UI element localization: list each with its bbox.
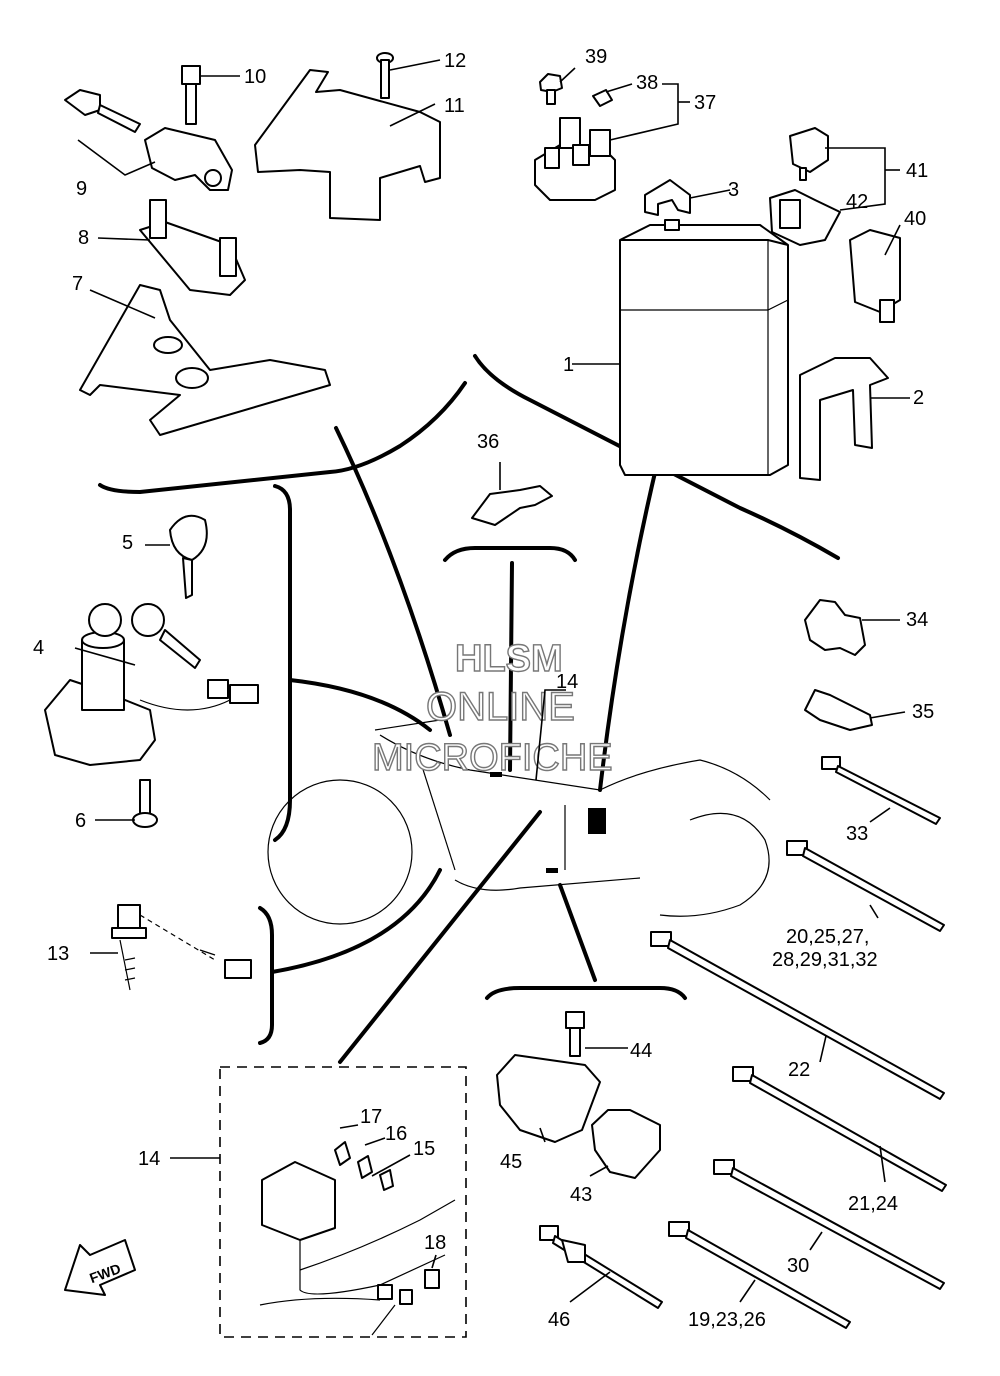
cable-tie-20 xyxy=(786,840,945,932)
callout-45: 45 xyxy=(500,1151,522,1173)
main-switch-cover xyxy=(254,69,441,221)
callout-3: 3 xyxy=(728,179,739,201)
cable-tie-19 xyxy=(668,1221,851,1329)
callout-14-bike: 14 xyxy=(556,671,578,693)
relay-41 xyxy=(789,127,829,181)
callout-15: 15 xyxy=(413,1138,435,1160)
callout-21-24: 21,24 xyxy=(848,1193,898,1215)
leader-left-upper xyxy=(334,426,452,737)
bolt-10 xyxy=(181,65,201,125)
leader-relay xyxy=(558,883,597,982)
battery xyxy=(619,219,789,476)
clip-36 xyxy=(471,485,553,526)
screw-6 xyxy=(132,779,158,828)
leader-clip xyxy=(508,561,514,772)
fuse-15 xyxy=(379,1169,394,1191)
left-group-bracket xyxy=(273,484,292,842)
leader-right-upper xyxy=(598,462,659,792)
main-switch xyxy=(44,603,259,766)
cable-tie-30 xyxy=(713,1159,945,1290)
callout-1: 1 xyxy=(563,354,574,376)
callout-40: 40 xyxy=(904,208,926,230)
fuse-17 xyxy=(334,1141,351,1166)
watermark-online: ONLINE xyxy=(426,685,575,729)
watermark-microfiche: MICROFICHE xyxy=(372,737,613,779)
callout-10: 10 xyxy=(244,66,266,88)
callout-37: 37 xyxy=(694,92,716,114)
callout-8: 8 xyxy=(78,227,89,249)
callout-17: 17 xyxy=(360,1106,382,1128)
sensor-13 xyxy=(111,904,252,991)
fwd-arrow: FWD xyxy=(64,1239,136,1296)
sensor-group-bracket xyxy=(258,906,274,1045)
leader-lines xyxy=(74,59,910,1303)
fuse-38 xyxy=(592,89,613,107)
relay-43 xyxy=(591,1109,661,1179)
callout-46: 46 xyxy=(548,1309,570,1331)
upper-right-group-bracket xyxy=(473,354,840,560)
callout-22: 22 xyxy=(788,1059,810,1081)
callout-36: 36 xyxy=(477,431,499,453)
relay-40 xyxy=(849,229,901,323)
callout-2: 2 xyxy=(913,387,924,409)
relay-group-bracket xyxy=(485,986,687,1000)
clamp-35 xyxy=(804,689,873,731)
bolt-39 xyxy=(539,73,563,105)
cable-tie-46 xyxy=(539,1225,663,1309)
callout-12: 12 xyxy=(444,50,466,72)
callout-11: 11 xyxy=(444,95,465,117)
callout-20-group-line2: 28,29,31,32 xyxy=(772,949,878,971)
callout-30: 30 xyxy=(787,1255,809,1277)
callout-labels: 1 2 3 4 5 6 7 8 9 10 11 12 13 14 14 15 1… xyxy=(33,46,934,1331)
callout-16: 16 xyxy=(385,1123,407,1145)
leader-left-mid xyxy=(288,678,432,732)
watermark: HLSM ONLINE MICROFICHE xyxy=(371,637,613,779)
stay-8 xyxy=(139,199,246,296)
callout-13: 13 xyxy=(47,943,69,965)
fuse-16 xyxy=(357,1155,373,1179)
callout-9: 9 xyxy=(76,178,87,200)
callout-38: 38 xyxy=(636,72,658,94)
battery-band xyxy=(799,357,889,481)
callout-43: 43 xyxy=(570,1184,592,1206)
lock-assembly-9 xyxy=(64,89,233,191)
callout-35: 35 xyxy=(912,701,934,723)
cable-tie-21 xyxy=(732,1066,947,1192)
callout-34: 34 xyxy=(906,609,928,631)
callout-14-harness: 14 xyxy=(138,1148,160,1170)
callout-5: 5 xyxy=(122,532,133,554)
watermark-hlsm: HLSM xyxy=(455,638,563,680)
starter-relay xyxy=(534,117,616,201)
connector-18 xyxy=(424,1269,440,1289)
relay-42 xyxy=(769,189,841,246)
cable-tie-33 xyxy=(821,756,941,825)
screw-12 xyxy=(376,52,394,99)
bracket-45 xyxy=(496,1054,601,1143)
wire-harness xyxy=(259,1161,456,1336)
terminal-cover xyxy=(644,179,691,216)
cable-tie-22 xyxy=(650,931,945,1100)
bolt-44 xyxy=(565,1011,585,1057)
callout-42: 42 xyxy=(846,191,868,213)
callout-4: 4 xyxy=(33,637,44,659)
clip-group-bracket xyxy=(443,546,577,562)
callout-20-group-line1: 20,25,27, xyxy=(786,926,869,948)
callout-44: 44 xyxy=(630,1040,652,1062)
callout-19-23-26: 19,23,26 xyxy=(688,1309,766,1331)
leader-harness xyxy=(338,810,542,1064)
wire-harness-box xyxy=(219,1066,467,1338)
callout-6: 6 xyxy=(75,810,86,832)
bracket-7 xyxy=(79,284,331,436)
callout-18: 18 xyxy=(424,1232,446,1254)
leader-sensor xyxy=(270,868,442,974)
key-5 xyxy=(169,514,208,599)
upper-left-group-bracket xyxy=(98,381,467,495)
motorcycle-outline xyxy=(267,719,771,925)
callout-33: 33 xyxy=(846,823,868,845)
callout-39: 39 xyxy=(585,46,607,68)
callout-7: 7 xyxy=(72,273,83,295)
clamp-34 xyxy=(804,599,866,656)
callout-41: 41 xyxy=(906,160,928,182)
